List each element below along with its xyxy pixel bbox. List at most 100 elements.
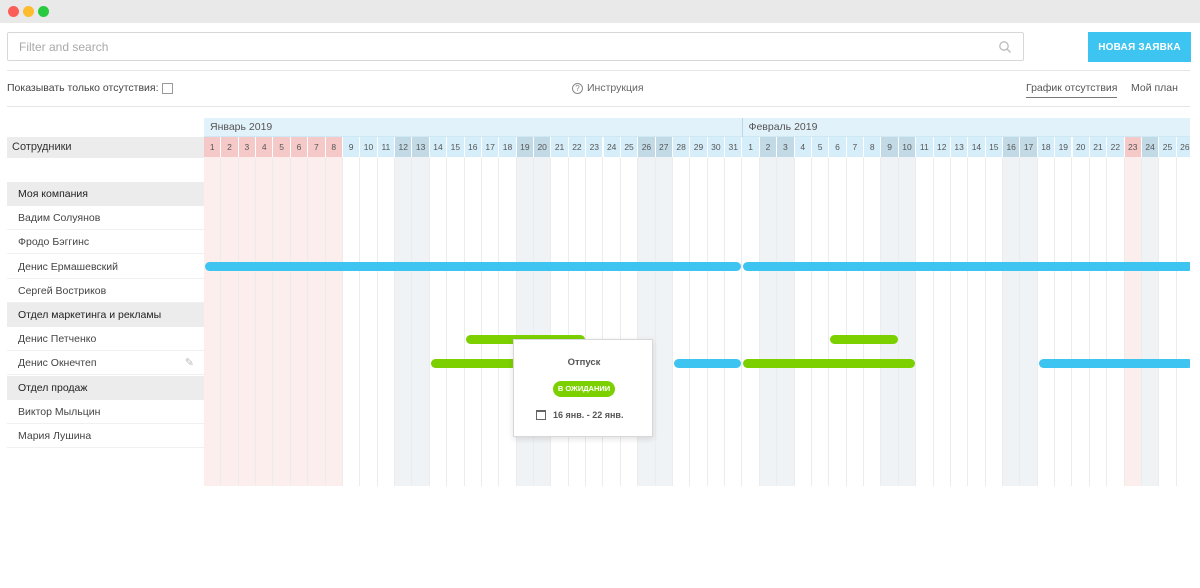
absence-bar-approved[interactable] <box>205 262 742 272</box>
day-header-cell: 7 <box>308 137 326 157</box>
day-column[interactable] <box>238 157 257 486</box>
day-column[interactable] <box>725 157 743 486</box>
day-column[interactable] <box>933 157 951 486</box>
employee-row[interactable]: Мария Лушина <box>7 424 204 448</box>
day-column[interactable] <box>1072 157 1090 486</box>
day-column[interactable] <box>1037 157 1056 486</box>
day-column[interactable] <box>794 157 812 486</box>
day-header-cell: 6 <box>290 137 309 157</box>
close-window-button[interactable] <box>8 6 19 17</box>
day-column[interactable] <box>1107 157 1125 486</box>
tab-my-plan[interactable]: Мой план <box>1131 82 1178 94</box>
day-column[interactable] <box>1141 157 1160 486</box>
day-column[interactable] <box>690 157 708 486</box>
day-column[interactable] <box>412 157 430 486</box>
employee-row[interactable]: Фродо Бэггинс <box>7 230 204 255</box>
day-column[interactable] <box>273 157 291 486</box>
day-column[interactable] <box>377 157 396 486</box>
day-column[interactable] <box>447 157 465 486</box>
absence-bar-approved[interactable] <box>1038 358 1190 368</box>
day-column[interactable] <box>742 157 760 486</box>
day-column[interactable] <box>256 157 274 486</box>
day-header-cell: 18 <box>1037 137 1056 157</box>
day-column[interactable] <box>395 157 413 486</box>
day-column[interactable] <box>1159 157 1177 486</box>
day-column[interactable] <box>1124 157 1142 486</box>
day-column[interactable] <box>846 157 865 486</box>
only-absences-checkbox[interactable] <box>161 82 173 94</box>
day-header-cell: 15 <box>447 137 465 157</box>
day-column[interactable] <box>707 157 726 486</box>
tab-absence-schedule[interactable]: График отсутствия <box>1026 82 1118 98</box>
day-column[interactable] <box>325 157 343 486</box>
day-column[interactable] <box>1176 157 1190 486</box>
search-input[interactable] <box>8 33 968 60</box>
absence-bar-pending[interactable] <box>743 358 916 368</box>
day-column[interactable] <box>898 157 917 486</box>
day-column[interactable] <box>204 157 222 486</box>
day-column[interactable] <box>342 157 361 486</box>
day-column[interactable] <box>290 157 309 486</box>
zoom-window-button[interactable] <box>38 6 49 17</box>
day-column[interactable] <box>759 157 778 486</box>
day-column[interactable] <box>672 157 691 486</box>
absence-bar-pending[interactable] <box>430 358 551 368</box>
day-column[interactable] <box>1055 157 1073 486</box>
employee-row[interactable]: Денис Окнечтеп✎ <box>7 351 204 376</box>
day-column[interactable] <box>777 157 795 486</box>
divider <box>7 70 1190 71</box>
absence-bar-approved[interactable] <box>673 358 742 368</box>
day-header-cell: 21 <box>551 137 569 157</box>
day-column[interactable] <box>1089 157 1108 486</box>
employee-row[interactable]: Вадим Солуянов <box>7 206 204 231</box>
day-header-cell: 26 <box>638 137 656 157</box>
day-column[interactable] <box>429 157 448 486</box>
day-column[interactable] <box>308 157 326 486</box>
day-column[interactable] <box>1020 157 1038 486</box>
day-header-cell: 10 <box>898 137 917 157</box>
day-header-cell: 2 <box>759 137 778 157</box>
day-column[interactable] <box>499 157 517 486</box>
day-column[interactable] <box>464 157 482 486</box>
day-header-cell: 14 <box>429 137 448 157</box>
absence-bar-pending[interactable] <box>830 334 898 344</box>
day-header-cell: 19 <box>516 137 535 157</box>
calendar-icon <box>536 410 546 420</box>
day-header-cell: 9 <box>881 137 899 157</box>
employee-row[interactable]: Сергей Востриков <box>7 279 204 303</box>
day-header-cell: 11 <box>377 137 396 157</box>
day-column[interactable] <box>655 157 673 486</box>
day-column[interactable] <box>881 157 899 486</box>
day-column[interactable] <box>864 157 882 486</box>
day-column[interactable] <box>916 157 934 486</box>
day-column[interactable] <box>968 157 986 486</box>
group-label: Моя компания <box>18 188 88 200</box>
employee-row[interactable]: Денис Петченко <box>7 327 204 352</box>
day-column[interactable] <box>811 157 830 486</box>
day-column[interactable] <box>360 157 378 486</box>
day-column[interactable] <box>950 157 969 486</box>
day-header-cell: 12 <box>395 137 413 157</box>
day-column[interactable] <box>481 157 500 486</box>
day-header-cell: 8 <box>864 137 882 157</box>
day-column[interactable] <box>1003 157 1021 486</box>
absence-popup: Отпуск В ОЖИДАНИИ 16 янв. - 22 янв. <box>513 339 653 437</box>
day-column[interactable] <box>221 157 239 486</box>
day-header-cell: 5 <box>273 137 291 157</box>
employee-row[interactable]: Денис Ермашевский <box>7 255 204 279</box>
instructions-link[interactable]: ? Инструкция <box>572 82 644 94</box>
instructions-label: Инструкция <box>587 82 644 94</box>
search-icon[interactable] <box>998 40 1012 54</box>
absence-bar-approved[interactable] <box>743 262 1190 272</box>
month-divider <box>742 118 744 137</box>
day-header-cell: 13 <box>950 137 969 157</box>
edit-pencil-icon[interactable]: ✎ <box>184 357 194 370</box>
day-header-cell: 14 <box>968 137 986 157</box>
day-column[interactable] <box>829 157 847 486</box>
new-request-button[interactable]: НОВАЯ ЗАЯВКА <box>1088 32 1191 62</box>
minimize-window-button[interactable] <box>23 6 34 17</box>
day-header-cell: 31 <box>725 137 743 157</box>
day-header-cell: 11 <box>916 137 934 157</box>
employee-row[interactable]: Виктор Мыльцин <box>7 400 204 424</box>
day-column[interactable] <box>985 157 1003 486</box>
